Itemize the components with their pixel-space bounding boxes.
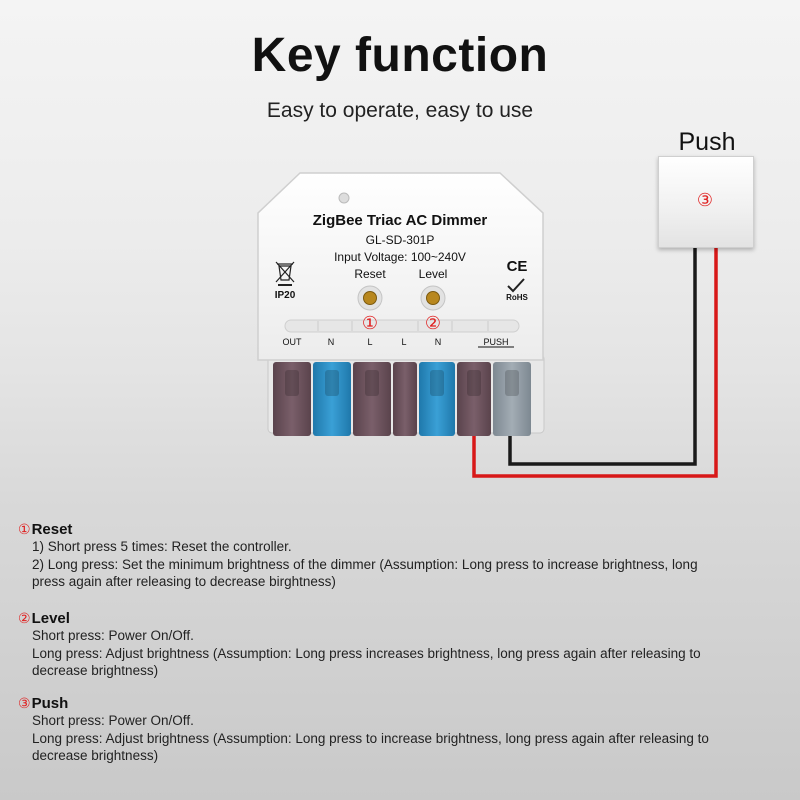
section-line: 1) Short press 5 times: Reset the contro…	[32, 539, 292, 554]
section-line: Long press: Adjust brightness (Assumptio…	[32, 645, 701, 661]
push-switch[interactable]	[658, 156, 754, 248]
page-title: Key function	[251, 29, 549, 82]
terminal-label-out: OUT	[282, 337, 302, 347]
section-line: decrease brightness)	[32, 663, 159, 678]
page-subtitle: Easy to operate, easy to use	[266, 99, 534, 122]
reset-button-label: Reset	[354, 267, 386, 281]
section-title: Reset	[31, 521, 73, 538]
section-line: decrease brightness)	[32, 748, 159, 763]
terminal-out	[273, 362, 311, 436]
ce-mark: CE	[506, 258, 528, 275]
level-button-label: Level	[418, 267, 448, 281]
black-wire	[508, 244, 697, 466]
device-model: GL-SD-301P	[365, 233, 435, 247]
device-body	[257, 172, 544, 361]
section-number: ①	[18, 521, 31, 537]
section-line: Long press: Adjust brightness (Assumptio…	[32, 730, 709, 746]
section-number: ③	[18, 695, 31, 711]
terminal-label-l: L	[367, 337, 373, 347]
reset-button[interactable]	[358, 286, 382, 310]
device-voltage: Input Voltage: 100~240V	[334, 250, 466, 264]
section-reset: ①Reset 1) Short press 5 times: Reset the…	[18, 521, 788, 591]
reset-marker: ①	[361, 313, 379, 333]
section-level: ②Level Short press: Power On/Off. Long p…	[18, 610, 788, 680]
rohs-check-icon	[507, 278, 525, 293]
level-marker: ②	[424, 313, 442, 333]
terminal-n2	[419, 362, 455, 436]
terminal-n1	[313, 362, 351, 436]
terminal-l2	[393, 362, 417, 436]
section-line: 2) Long press: Set the minimum brightnes…	[32, 556, 698, 572]
push-switch-label: Push	[678, 128, 736, 156]
terminal-l1	[353, 362, 391, 436]
weee-bin-icon	[275, 261, 295, 286]
terminal-label-n: N	[327, 337, 335, 347]
section-number: ②	[18, 610, 31, 626]
terminal-label-n: N	[434, 337, 442, 347]
push-switch-marker: ③	[696, 190, 714, 210]
terminal-label-l: L	[401, 337, 407, 347]
terminal-label-push: PUSH	[483, 337, 509, 347]
level-button[interactable]	[421, 286, 445, 310]
section-line: Short press: Power On/Off.	[32, 713, 194, 728]
led-indicator	[338, 192, 350, 204]
terminal-push-b	[493, 362, 531, 436]
section-title: Level	[31, 610, 70, 627]
section-line: press again after releasing to decrease …	[32, 574, 336, 589]
device-name: ZigBee Triac AC Dimmer	[312, 212, 488, 229]
section-title: Push	[31, 695, 69, 712]
rohs-mark: RoHS	[506, 293, 528, 302]
red-wire	[472, 244, 718, 478]
ip-rating: IP20	[274, 290, 296, 301]
terminal-push-a	[457, 362, 491, 436]
section-line: Short press: Power On/Off.	[32, 628, 194, 643]
section-push: ③Push Short press: Power On/Off. Long pr…	[18, 695, 788, 765]
